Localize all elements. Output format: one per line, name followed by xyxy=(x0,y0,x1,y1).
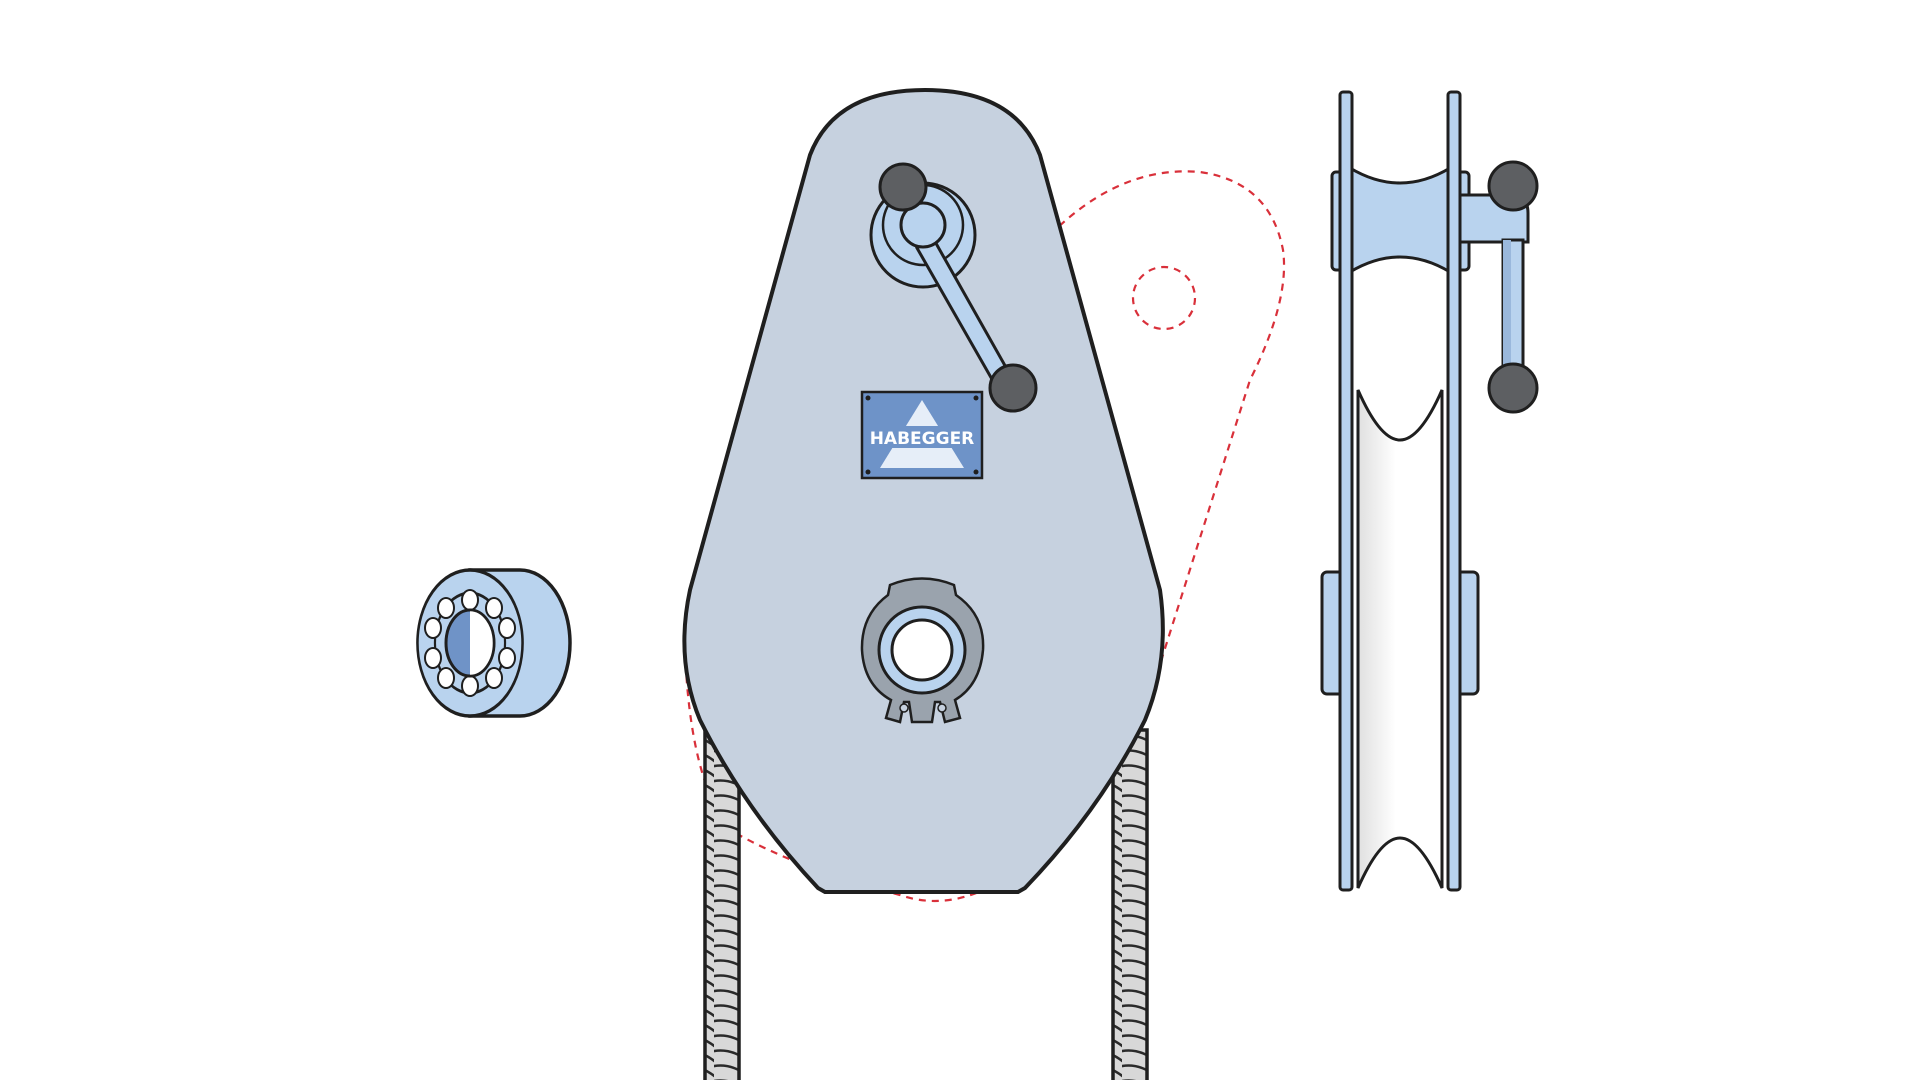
lever-knob-top xyxy=(878,162,928,212)
axle-hole xyxy=(890,618,954,682)
side-plate-left xyxy=(1338,90,1354,892)
rope-right xyxy=(1111,728,1149,1080)
logo-plate: HABEGGER xyxy=(860,390,984,480)
side-lever-knob-top xyxy=(1487,160,1539,212)
pulley-side-view-icon xyxy=(1320,90,1539,892)
ball-bearing-icon xyxy=(416,568,572,718)
pulley-block-icon: HABEGGER xyxy=(682,87,1165,894)
bearing-balls xyxy=(424,589,516,697)
side-plate-right xyxy=(1446,90,1462,892)
axle-boss xyxy=(860,577,985,724)
side-lever-knob-bottom xyxy=(1487,362,1539,414)
wire-rope-icon xyxy=(703,728,1149,1080)
locking-lever xyxy=(869,162,1038,413)
side-plate xyxy=(682,87,1165,894)
lever-knob-bottom xyxy=(988,363,1038,413)
logo-text: HABEGGER xyxy=(870,429,975,449)
sheave xyxy=(1356,389,1444,889)
